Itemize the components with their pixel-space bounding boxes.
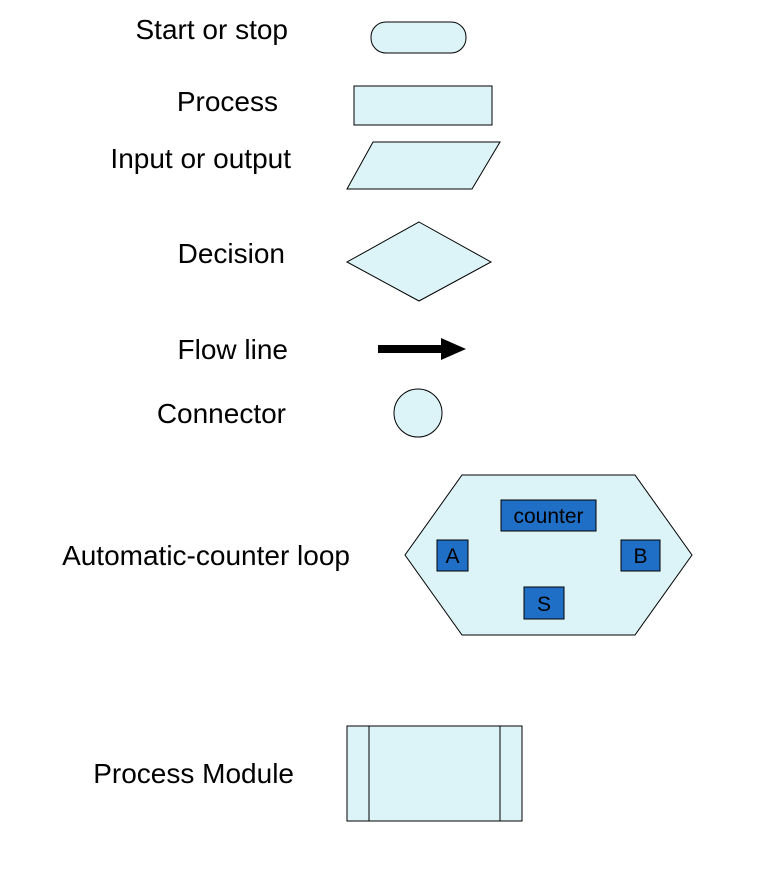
label-process-module: Process Module xyxy=(93,758,294,789)
counter-box xyxy=(500,499,597,532)
process-shape xyxy=(353,85,493,126)
b-box-text: B xyxy=(633,545,647,568)
counter-box-text: counter xyxy=(513,505,583,528)
label-start-or-stop: Start or stop xyxy=(135,14,288,45)
s-box xyxy=(523,586,565,620)
decision-shape xyxy=(345,221,493,302)
label-process: Process xyxy=(176,86,278,117)
label-input-or-output: Input or output xyxy=(110,143,291,174)
a-box-text: A xyxy=(445,545,459,568)
a-box xyxy=(436,539,469,572)
label-flow-line: Flow line xyxy=(177,334,288,365)
s-box-text: S xyxy=(537,593,551,616)
terminal-shape xyxy=(370,21,467,54)
input-output-shape xyxy=(346,141,501,190)
loop-hexagon-shape xyxy=(404,474,693,636)
label-connector: Connector xyxy=(156,398,286,429)
b-box xyxy=(620,539,661,572)
label-automatic-counter-loop: Automatic-counter loop xyxy=(62,540,350,571)
flow-line-arrow xyxy=(378,338,466,360)
label-decision: Decision xyxy=(177,238,285,269)
process-module-shape xyxy=(346,725,523,822)
connector-shape xyxy=(393,388,443,438)
